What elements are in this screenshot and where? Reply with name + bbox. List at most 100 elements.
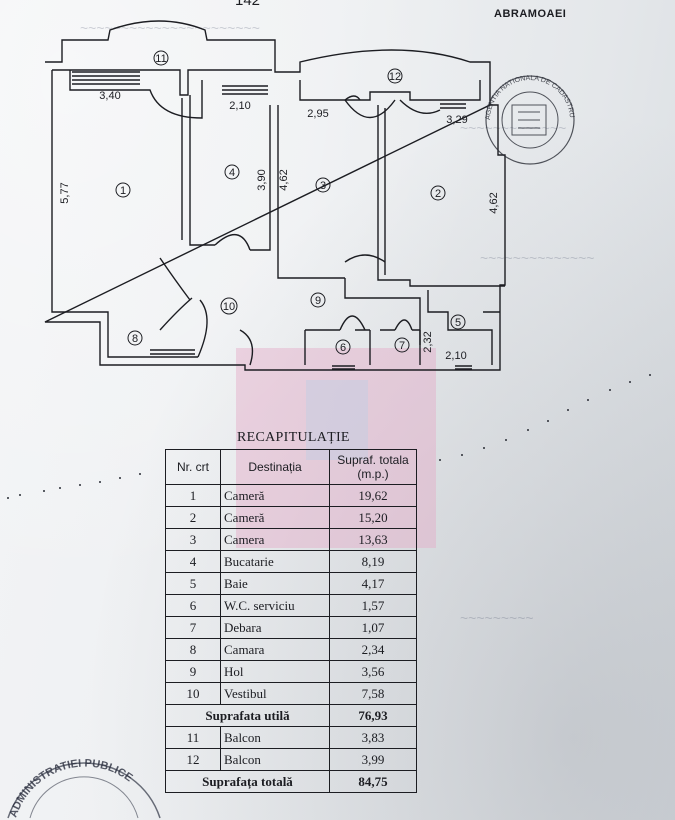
room-label-11: 11 bbox=[153, 50, 169, 66]
row-number: 2 bbox=[165, 506, 221, 529]
row-number: 9 bbox=[165, 660, 221, 683]
row-number: 3 bbox=[165, 528, 221, 551]
total-area-value: 84,75 bbox=[329, 770, 417, 793]
room-label-8: 8 bbox=[127, 330, 143, 346]
total-area-label: Suprafața totală bbox=[165, 770, 330, 793]
row-number: 6 bbox=[165, 594, 221, 617]
table-header-row: Nr. crt Destinația Supraf. totala (m.p.) bbox=[165, 449, 417, 485]
row-destination: Camera bbox=[220, 528, 330, 551]
room-label-4: 4 bbox=[224, 164, 240, 180]
room-labels: 11 12 1 4 3 2 10 9 5 8 6 7 bbox=[115, 50, 466, 355]
signature: ABRAMOAEI bbox=[494, 8, 566, 20]
signature-name: ABRAMOAEI bbox=[494, 8, 567, 20]
room-label-3: 3 bbox=[315, 177, 331, 193]
row-number: 12 bbox=[165, 748, 221, 771]
column-header: Destinația bbox=[220, 449, 330, 485]
room-label-10: 10 bbox=[220, 297, 238, 315]
page-number: 142 bbox=[235, 0, 261, 9]
row-area: 13,63 bbox=[329, 528, 417, 551]
row-number: 11 bbox=[165, 726, 221, 749]
useful-area-label: Suprafata utilă bbox=[165, 704, 330, 727]
row-area: 2,34 bbox=[329, 638, 417, 661]
room-label-6: 6 bbox=[335, 339, 351, 355]
svg-text:6: 6 bbox=[340, 342, 346, 354]
room-label-1: 1 bbox=[115, 182, 131, 198]
row-number: 7 bbox=[165, 616, 221, 639]
row-destination: Cameră bbox=[220, 506, 330, 529]
row-destination: Camara bbox=[220, 638, 330, 661]
dotted-trail bbox=[7, 374, 651, 499]
bleed-through-text: ~~~~~~~~~~~~~~ bbox=[480, 250, 595, 266]
agency-stamp bbox=[485, 75, 575, 165]
agency-stamp-text: AGENTIA NATIONALA DE CADASTRU SI PUBLICI… bbox=[0, 0, 575, 120]
row-number: 10 bbox=[165, 682, 221, 705]
row-number: 1 bbox=[165, 484, 221, 507]
total-area-row: Suprafața totală 84,75 bbox=[165, 770, 417, 793]
svg-text:7: 7 bbox=[399, 340, 405, 352]
dimension-label: 3,90 bbox=[256, 169, 268, 190]
column-header: Nr. crt bbox=[165, 449, 221, 485]
row-destination: Baie bbox=[220, 572, 330, 595]
row-number: 5 bbox=[165, 572, 221, 595]
dimension-label: 2,10 bbox=[229, 100, 250, 112]
room-label-5: 5 bbox=[450, 314, 466, 330]
svg-text:10: 10 bbox=[223, 301, 235, 313]
svg-text:AGENTIA NATIONALA DE CADASTRU: AGENTIA NATIONALA DE CADASTRU SI PUBLICI… bbox=[0, 0, 575, 120]
row-destination: Cameră bbox=[220, 484, 330, 507]
plan-dimensions: 3,40 2,10 2,95 3,29 5,77 3,90 4,62 4,62 … bbox=[59, 90, 500, 362]
row-destination: Bucatarie bbox=[220, 550, 330, 573]
svg-text:ADMINISTRATIEI PUBLICE: ADMINISTRATIEI PUBLICE bbox=[7, 757, 134, 819]
svg-text:4: 4 bbox=[229, 167, 235, 179]
row-destination: Vestibul bbox=[220, 682, 330, 705]
row-destination: Balcon bbox=[220, 748, 330, 771]
svg-text:1: 1 bbox=[120, 185, 126, 197]
row-area: 3,99 bbox=[329, 748, 417, 771]
dimension-label: 3,29 bbox=[446, 114, 467, 126]
administration-stamp: ADMINISTRATIEI PUBLICE bbox=[7, 757, 161, 819]
svg-text:12: 12 bbox=[389, 71, 401, 83]
row-destination: Balcon bbox=[220, 726, 330, 749]
row-area: 3,56 bbox=[329, 660, 417, 683]
svg-text:9: 9 bbox=[315, 295, 321, 307]
dimension-label: 2,95 bbox=[307, 108, 328, 120]
row-number: 4 bbox=[165, 550, 221, 573]
row-destination: Debara bbox=[220, 616, 330, 639]
dimension-label: 4,62 bbox=[278, 169, 290, 190]
svg-text:8: 8 bbox=[132, 333, 138, 345]
svg-text:5: 5 bbox=[455, 317, 461, 329]
useful-area-row: Suprafata utilă 76,93 bbox=[165, 704, 417, 727]
row-area: 7,58 bbox=[329, 682, 417, 705]
room-label-12: 12 bbox=[387, 68, 403, 84]
room-label-7: 7 bbox=[394, 337, 410, 353]
row-area: 8,19 bbox=[329, 550, 417, 573]
bleed-through-text: ~~~~~~~~~~~~~~~~~~~~~~ bbox=[80, 20, 260, 36]
room-label-9: 9 bbox=[310, 292, 326, 308]
row-destination: Hol bbox=[220, 660, 330, 683]
svg-text:11: 11 bbox=[155, 53, 166, 65]
dimension-label: 5,77 bbox=[59, 182, 71, 203]
svg-text:2: 2 bbox=[435, 188, 441, 200]
watermark-logo bbox=[306, 380, 368, 460]
dimension-label: 3,40 bbox=[99, 90, 120, 102]
row-area: 1,57 bbox=[329, 594, 417, 617]
row-area: 1,07 bbox=[329, 616, 417, 639]
recap-title: RECAPITULAȚIE bbox=[237, 430, 350, 445]
dimension-label: 2,32 bbox=[422, 331, 434, 352]
row-number: 8 bbox=[165, 638, 221, 661]
useful-area-value: 76,93 bbox=[329, 704, 417, 727]
dimension-label: 4,62 bbox=[488, 192, 500, 213]
column-header: Supraf. totala (m.p.) bbox=[329, 449, 417, 485]
